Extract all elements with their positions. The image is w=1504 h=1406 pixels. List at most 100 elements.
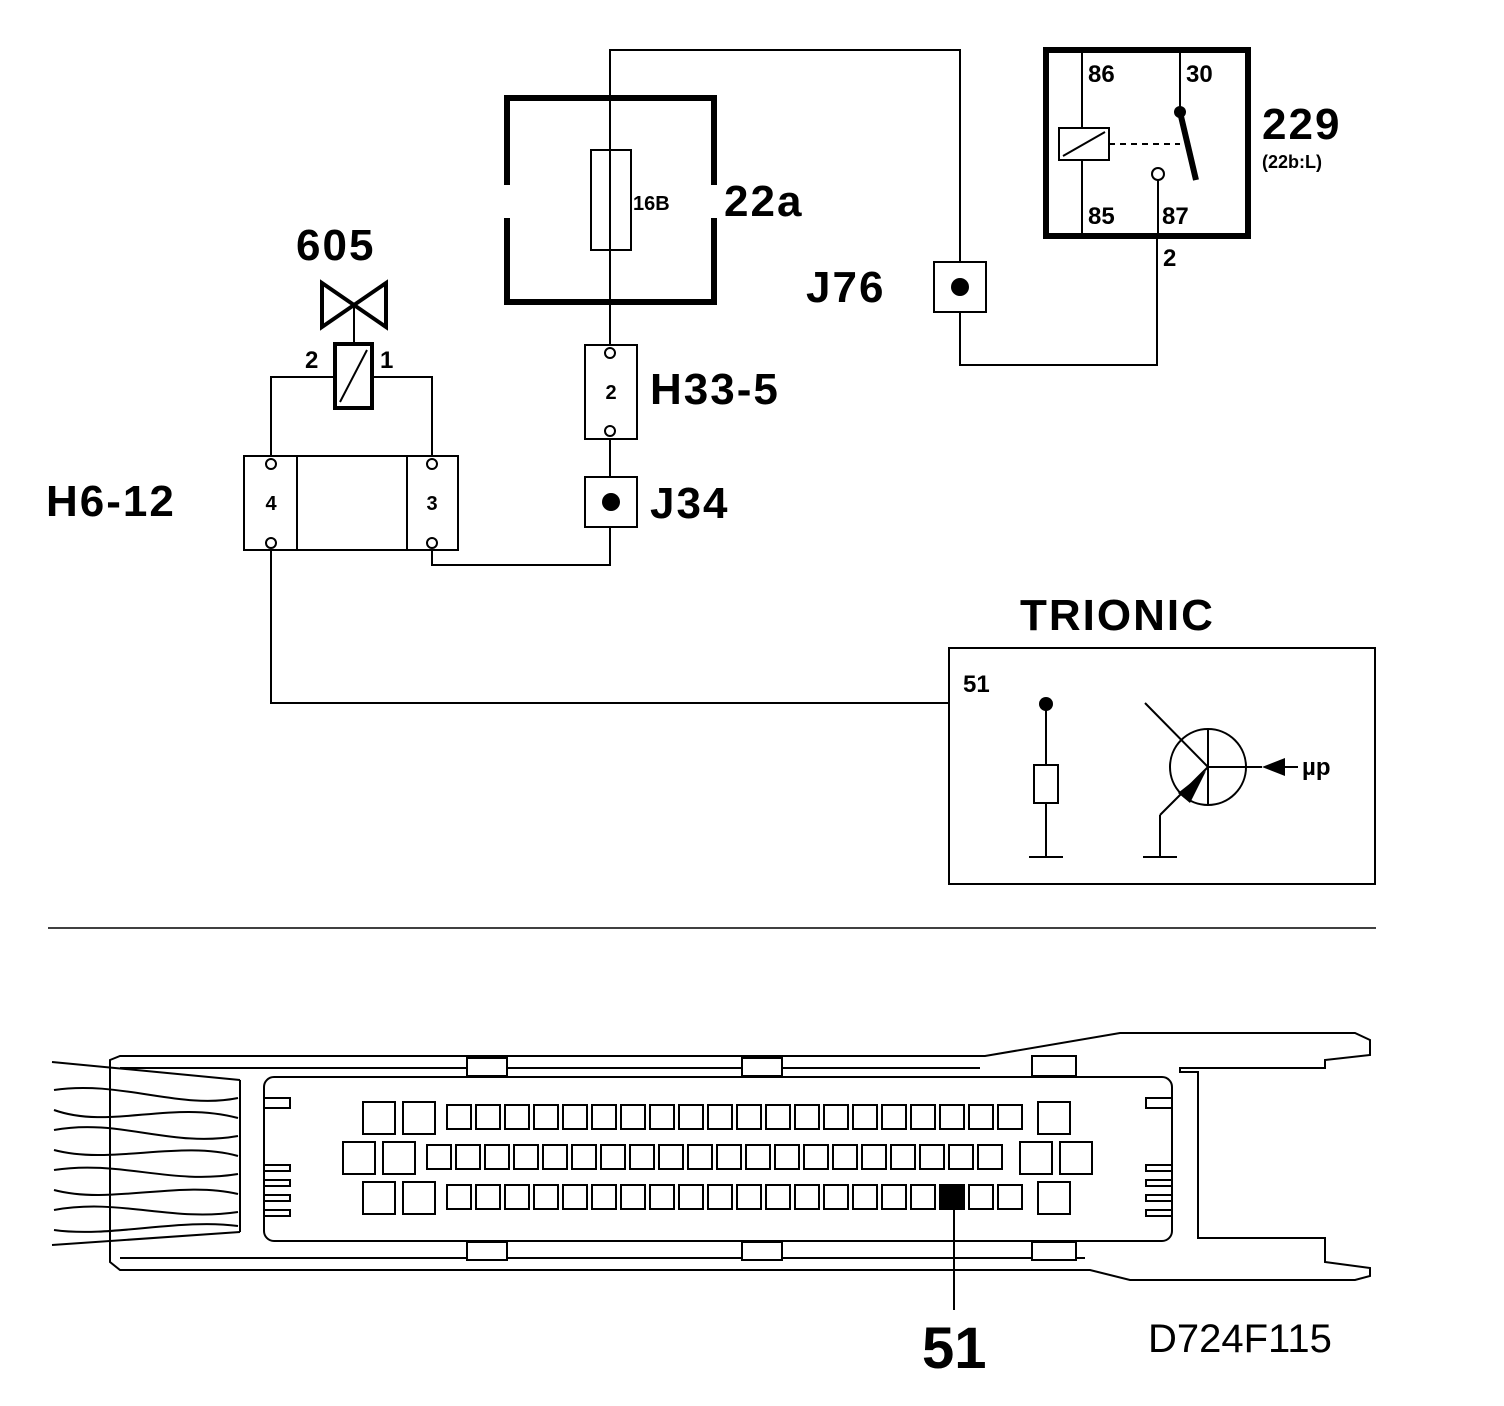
h6-pin-3: 3	[426, 493, 437, 515]
latch-bottom-2	[741, 1241, 783, 1261]
pin-cavity	[736, 1104, 762, 1130]
pin-cavity	[823, 1104, 849, 1130]
relay-229: 86 30 85 87 2 229 (22b:L)	[1043, 47, 1341, 272]
transistor-collector	[1144, 702, 1209, 768]
pin-cavity	[968, 1184, 994, 1210]
pin-cavity	[832, 1144, 858, 1170]
fuse-box-label: 22a	[724, 177, 803, 226]
pin-cavity	[533, 1184, 559, 1210]
pin-cavity	[910, 1104, 936, 1130]
pin-cavity	[890, 1144, 916, 1170]
h6-terminal-4-top	[265, 458, 277, 470]
base-input-arrow	[1262, 758, 1285, 776]
pin-cavity	[687, 1144, 713, 1170]
wire-h6-to-trionic	[270, 548, 1145, 704]
wires	[270, 49, 1158, 704]
pin-cavity	[968, 1104, 994, 1130]
h33-top-terminal	[604, 347, 616, 359]
large-cavity	[362, 1101, 396, 1135]
pin-cavity	[977, 1144, 1003, 1170]
h6-terminal-3-bottom	[426, 537, 438, 549]
pin-cavity	[562, 1104, 588, 1130]
large-cavity	[1059, 1141, 1093, 1175]
pin-cavity	[774, 1144, 800, 1170]
pin-cavity	[803, 1144, 829, 1170]
relay-sub-label: (22b:L)	[1262, 152, 1322, 172]
pull-down-resistor	[1033, 764, 1059, 804]
pin-cavity	[997, 1184, 1023, 1210]
pin-cavity	[571, 1144, 597, 1170]
pin-cavity	[484, 1144, 510, 1170]
pin-cavity	[919, 1144, 945, 1170]
pin-cavity	[600, 1144, 626, 1170]
large-cavity	[342, 1141, 376, 1175]
side-notches	[263, 1097, 1173, 1217]
pin-cavity	[513, 1144, 539, 1170]
trionic-body	[948, 647, 1376, 885]
pin-51-callout: 51	[922, 1316, 987, 1381]
wire-fuse-to-j76	[609, 49, 961, 275]
trionic-ecu: TRIONIC 51 µp	[948, 591, 1376, 885]
pin-cavity	[852, 1184, 878, 1210]
pin-cavity	[620, 1104, 646, 1130]
pin-51-cavity	[939, 1184, 965, 1210]
pin-cavity	[707, 1184, 733, 1210]
fuse-box-bottom	[504, 218, 717, 305]
pin-cavity	[678, 1104, 704, 1130]
fuse-box-22a: 16B 22a	[504, 95, 803, 305]
pin-cavity	[794, 1104, 820, 1130]
pin-cavity	[716, 1144, 742, 1170]
latch-bottom-1	[466, 1241, 508, 1261]
j34-label: J34	[650, 479, 729, 528]
h6-terminal-4-bottom	[265, 537, 277, 549]
pin-cavity	[504, 1104, 530, 1130]
large-cavity	[402, 1181, 436, 1215]
j76-dot	[951, 278, 969, 296]
h6-pin-4: 4	[265, 493, 277, 515]
pin-cavity	[649, 1184, 675, 1210]
pin-cavity	[765, 1184, 791, 1210]
pin-cavity	[591, 1184, 617, 1210]
h33-bottom-terminal	[604, 425, 616, 437]
h6-terminal-3-top	[426, 458, 438, 470]
pin-cavity	[475, 1104, 501, 1130]
pin-cavity	[678, 1184, 704, 1210]
pin-cavity	[948, 1144, 974, 1170]
pin-cavity	[881, 1104, 907, 1130]
valve-label: 605	[296, 221, 375, 270]
relay-wire-pin: 2	[1163, 245, 1176, 272]
pin-cavity	[852, 1104, 878, 1130]
pin-grid	[342, 1101, 1093, 1215]
trionic-pin-51: 51	[963, 671, 990, 698]
pin-cavity	[542, 1144, 568, 1170]
wire-valve-pin2	[270, 376, 335, 460]
emitter-arrow	[1178, 771, 1206, 803]
large-cavity	[1037, 1181, 1071, 1215]
valve-605: 605 2 1	[296, 221, 393, 410]
h33-pin: 2	[605, 382, 616, 404]
large-cavity	[402, 1101, 436, 1135]
h33-label: H33-5	[650, 365, 780, 414]
figure-reference: D724F115	[1148, 1317, 1332, 1361]
pin-cavity	[620, 1184, 646, 1210]
large-cavity	[362, 1181, 396, 1215]
relay-switch-arm	[1177, 111, 1199, 181]
junction-j34: J34	[584, 476, 729, 528]
pin-cavity	[765, 1104, 791, 1130]
latch-top-1	[466, 1057, 508, 1077]
large-cavity	[382, 1141, 416, 1175]
connector-view: 51 D724F115	[51, 1032, 1371, 1381]
j76-label: J76	[806, 263, 885, 312]
pin-cavity	[997, 1104, 1023, 1130]
latch-top-2	[741, 1057, 783, 1077]
micro-input-label: µp	[1302, 754, 1331, 781]
pin-cavity	[736, 1184, 762, 1210]
relay-coil-slash	[1062, 131, 1106, 157]
latch-bottom-3	[1031, 1241, 1077, 1261]
pin-cavity	[629, 1144, 655, 1170]
latch-top-3	[1031, 1055, 1077, 1077]
valve-pin-2: 2	[305, 347, 318, 374]
relay-label: 229	[1262, 100, 1341, 149]
pin-cavity	[861, 1144, 887, 1170]
